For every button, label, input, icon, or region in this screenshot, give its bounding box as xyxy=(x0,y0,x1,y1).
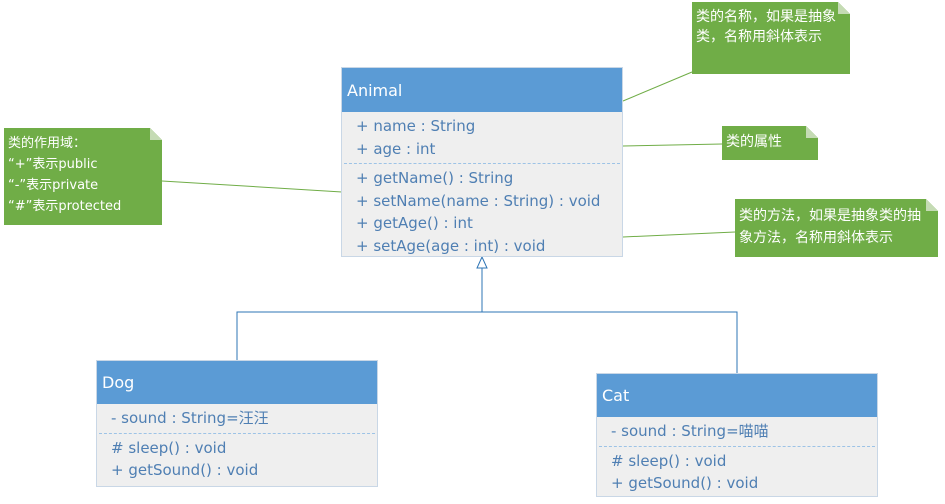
methods-note-connector xyxy=(622,231,736,238)
attribute-row: - sound : String=汪汪 xyxy=(111,409,269,427)
attribute-row: - sound : String=喵喵 xyxy=(611,422,769,440)
class-cat-name: Cat xyxy=(597,374,877,417)
method-row: + getSound() : void xyxy=(611,474,759,492)
attributes-note-connector xyxy=(622,143,723,147)
scope-note-fold xyxy=(150,128,162,140)
methods-note: 类的方法，如果是抽象类的抽象方法，名称用斜体表示 xyxy=(735,199,938,257)
method-row: + getAge() : int xyxy=(356,214,473,232)
class-animal-name: Animal xyxy=(342,68,622,112)
class-animal[interactable]: Animal + name : String + age : int + get… xyxy=(341,67,623,257)
class-name-note-connector xyxy=(622,71,693,102)
attribute-row: + age : int xyxy=(356,139,436,158)
class-animal-attributes: + name : String + age : int xyxy=(342,112,622,163)
attributes-note: 类的属性 xyxy=(722,126,818,160)
section-separator xyxy=(599,445,875,447)
class-dog-attributes: - sound : String=汪汪 xyxy=(97,404,377,433)
class-dog-methods: # sleep() : void + getSound() : void xyxy=(97,434,377,485)
scope-note: 类的作用域： “+”表示public “-”表示private “#”表示pro… xyxy=(4,128,162,225)
class-name-note-fold xyxy=(838,2,850,14)
method-row: + setName(name : String) : void xyxy=(356,191,601,210)
class-cat-methods: # sleep() : void + getSound() : void xyxy=(597,447,877,498)
attribute-row: + name : String xyxy=(356,117,476,135)
class-name-note: 类的名称，如果是抽象类，名称用斜体表示 xyxy=(692,2,850,74)
method-row: # sleep() : void xyxy=(611,451,727,470)
section-separator xyxy=(99,432,375,434)
class-cat-attributes: - sound : String=喵喵 xyxy=(597,417,877,446)
method-row: + setAge(age : int) : void xyxy=(356,236,546,255)
method-row: + getSound() : void xyxy=(111,461,259,479)
method-row: # sleep() : void xyxy=(111,438,227,457)
class-dog-name: Dog xyxy=(97,361,377,404)
scope-note-connector xyxy=(161,180,343,193)
method-row: + getName() : String xyxy=(356,169,514,187)
class-animal-methods: + getName() : String + setName(name : St… xyxy=(342,164,622,260)
inheritance-line xyxy=(236,311,738,373)
class-cat[interactable]: Cat - sound : String=喵喵 # sleep() : void… xyxy=(596,373,878,497)
section-separator xyxy=(344,163,620,164)
class-dog[interactable]: Dog - sound : String=汪汪 # sleep() : void… xyxy=(96,360,378,487)
methods-note-fold xyxy=(926,199,938,211)
inheritance-arrow xyxy=(476,255,488,269)
attributes-note-fold xyxy=(806,126,818,138)
